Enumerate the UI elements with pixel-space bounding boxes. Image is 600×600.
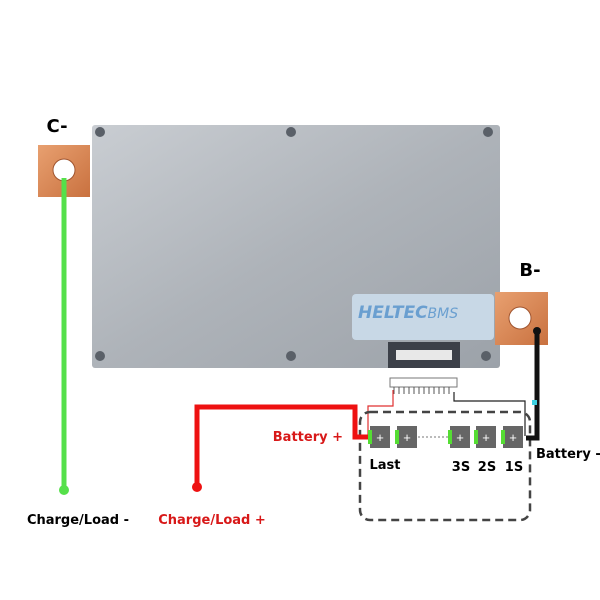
mounting-screw-icon bbox=[95, 127, 493, 361]
terminal-hole bbox=[508, 306, 532, 330]
wire-end-dot bbox=[192, 482, 202, 492]
battery-plus-label: Battery + bbox=[273, 430, 343, 445]
battery-cell: + bbox=[448, 426, 470, 448]
battery-cell: + bbox=[368, 426, 390, 448]
battery-pack-outline bbox=[358, 410, 532, 522]
balance-connector bbox=[389, 377, 458, 388]
balance-wire-black bbox=[453, 392, 526, 436]
connector-pins bbox=[393, 387, 450, 394]
cell-label-1s: 1S bbox=[505, 460, 523, 475]
battery-cell: + bbox=[501, 426, 523, 448]
battery-cell: + bbox=[395, 426, 417, 448]
black-wire bbox=[526, 330, 540, 441]
wire-end-dot bbox=[59, 485, 69, 495]
wire-marker bbox=[532, 400, 537, 405]
battery-cell: + bbox=[474, 426, 496, 448]
svg-text:+: + bbox=[509, 430, 517, 445]
b-minus-label: B- bbox=[519, 260, 540, 281]
svg-text:+: + bbox=[403, 430, 411, 445]
svg-text:+: + bbox=[482, 430, 490, 445]
terminal-hole bbox=[52, 158, 76, 182]
connector-slot bbox=[396, 350, 452, 360]
red-wire bbox=[194, 404, 370, 487]
charge-load-minus-label: Charge/Load - bbox=[27, 513, 129, 528]
brand-plate bbox=[352, 294, 494, 340]
svg-text:+: + bbox=[456, 430, 464, 445]
c-minus-label: C- bbox=[46, 116, 67, 137]
brand-logo: HELTECBMS bbox=[358, 303, 458, 323]
balance-wire-red bbox=[367, 390, 394, 436]
charge-load-plus-label: Charge/Load + bbox=[158, 513, 266, 528]
cell-label-3s: 3S bbox=[452, 460, 470, 475]
cell-label-last: Last bbox=[369, 458, 400, 473]
wire-end-dot bbox=[533, 327, 541, 335]
battery-minus-label: Battery - bbox=[536, 447, 600, 462]
cell-label-2s: 2S bbox=[478, 460, 496, 475]
svg-text:+: + bbox=[376, 430, 384, 445]
